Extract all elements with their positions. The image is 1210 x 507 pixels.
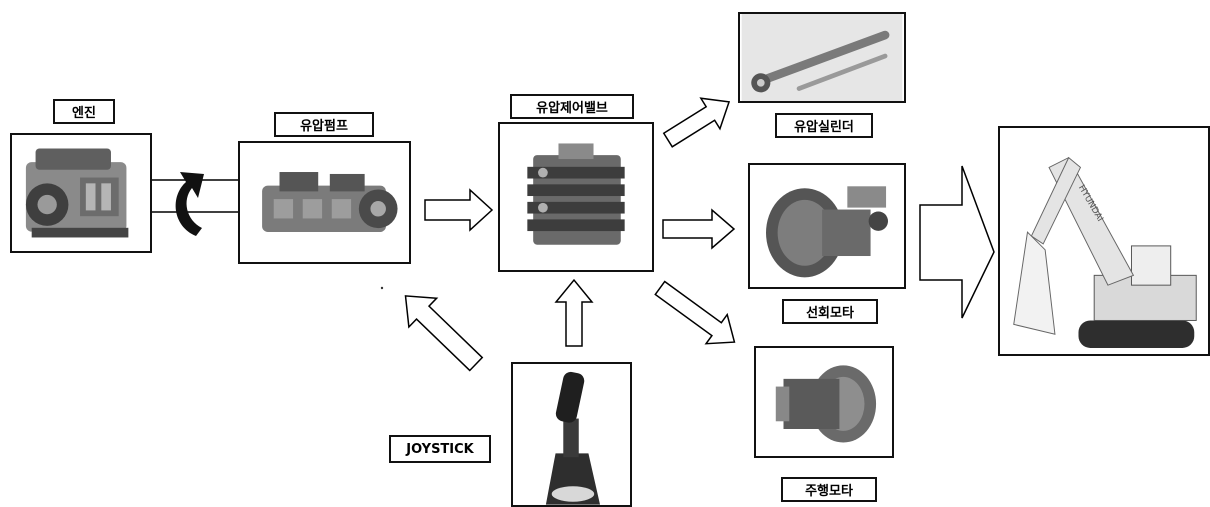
components-to-excavator-arrow (920, 166, 994, 318)
joystick-to-valve-arrow (556, 280, 592, 346)
valve-to-travel-motor-arrow (649, 273, 745, 356)
rotation-arrow-icon (176, 172, 204, 236)
joystick-to-pump-arrow (392, 282, 490, 379)
valve-to-cylinder-arrow (658, 87, 738, 156)
valve-to-swing-motor-arrow (663, 210, 734, 248)
pump-to-valve-arrow (425, 190, 492, 230)
